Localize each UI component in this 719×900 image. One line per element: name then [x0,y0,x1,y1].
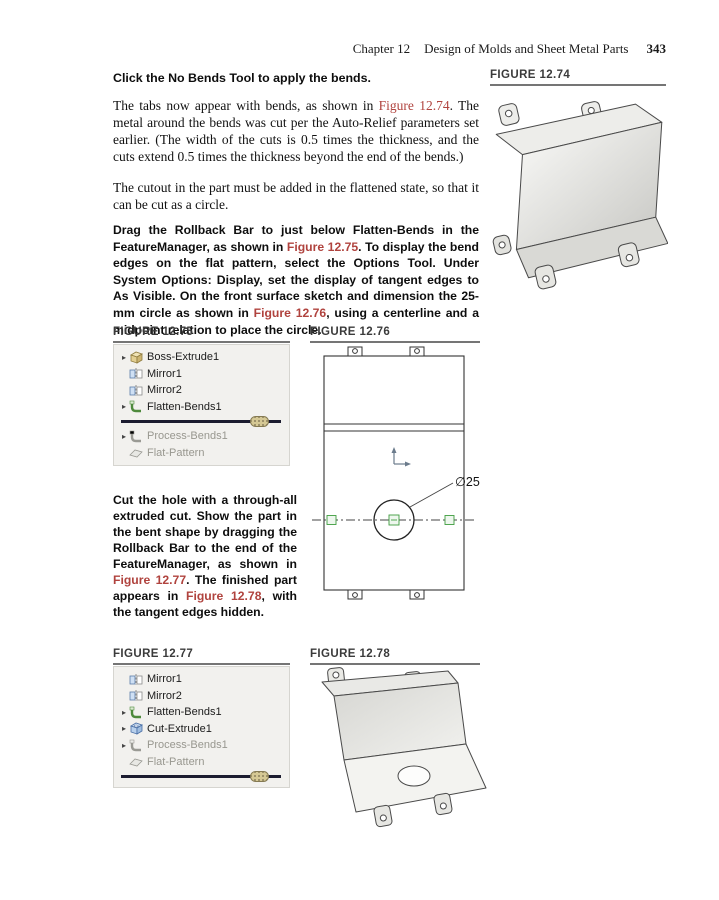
tree-item-label: Flatten-Bends1 [147,706,222,719]
page-header: Chapter 12 Design of Molds and Sheet Meta… [0,41,666,57]
expand-arrow-icon: ▸ [121,707,126,717]
process-bends-icon [129,739,141,751]
flat-pattern-icon [129,758,143,767]
tree-item-label: Mirror1 [147,673,182,686]
process-bends-icon [129,430,141,442]
expand-arrow-icon: ▸ [121,724,126,734]
text-run: Click the No Bends Tool to apply the ben… [113,71,371,85]
tree-item: ▸ Cut-Extrude1 [119,721,289,738]
text-run: . To display the bend edges on the flat … [113,239,479,320]
mirror-icon [129,368,143,380]
tree-item-label: Cut-Extrude1 [147,722,212,735]
mirror-icon [129,673,143,685]
tab-with-hole [492,234,512,256]
figure-reference: Figure 12.78 [186,589,262,603]
text-run: . The finished part appears in [113,573,297,603]
mirror-icon [129,384,143,396]
text-run: The cutout in the part must be added in … [113,180,479,212]
figure-reference: Figure 12.77 [113,573,187,587]
rollback-bar [119,771,289,782]
tree-item: ▸ Process-Bends1 [119,737,289,754]
figure-reference: Figure 12.75 [286,239,359,254]
mirror-icon [129,690,143,702]
tab-with-hole [373,804,393,828]
flat-tab [347,589,425,600]
rollback-line [121,775,281,778]
text-run: . The metal around the bends was cut per… [113,98,480,164]
figure-12-76-sketch: ∅25 [312,346,480,600]
figure-12-78-image [321,667,487,828]
tab-with-hole [534,264,557,290]
rollback-handle [250,771,269,782]
instruction-paragraph-1: Click the No Bends Tool to apply the ben… [113,71,480,85]
rollback-bar [119,416,289,427]
figure-12-76-label: FIGURE 12.76 [310,326,480,343]
text-run: Drag the Rollback Bar to just below Flat… [113,223,479,254]
expand-arrow-icon: ▸ [121,402,126,412]
running-title: Design of Molds and Sheet Metal Parts [424,41,629,56]
tree-item: Mirror1 [119,671,289,688]
boss-extrude-icon [130,351,143,364]
tree-item: ▸ Flatten-Bends1 [119,704,289,721]
tree-item-label: Mirror2 [147,384,182,397]
instruction-paragraph-3: Cut the hole with a through-all extruded… [113,492,297,620]
dimension-text: ∅25 [455,475,480,489]
tab-with-hole [498,103,520,126]
tree-item-label: Mirror2 [147,689,182,702]
flat-tab [347,346,425,357]
origin-icon [391,447,411,467]
tree-item-label: Process-Bends1 [147,430,228,443]
tree-item-label: Flat-Pattern [147,446,205,459]
figure-12-75-featuremanager: ▸ Boss-Extrude1 Mirror1 Mirror2 ▸ F [113,344,290,466]
page-number: 343 [646,41,667,56]
tab-with-hole [433,792,453,816]
expand-arrow-icon: ▸ [121,352,126,362]
figure-reference: Figure 12.74 [378,98,450,113]
body-paragraph-1: The tabs now appear with bends, as shown… [113,97,479,165]
instruction-paragraph-2: Drag the Rollback Bar to just below Flat… [113,222,479,338]
tree-item-label: Flat-Pattern [147,755,205,768]
figure-12-74-image [492,101,668,290]
tree-item: Mirror2 [119,382,289,399]
tree-item: Mirror1 [119,366,289,383]
flatten-bends-icon [129,706,141,718]
tab-with-hole [617,242,640,268]
tree-item-label: Process-Bends1 [147,739,228,752]
expand-arrow-icon: ▸ [121,431,126,441]
tree-item: Mirror2 [119,688,289,705]
body-paragraph-2: The cutout in the part must be added in … [113,179,479,213]
tree-item: ▸ Process-Bends1 [119,428,289,445]
text-run: , with the tangent edges hidden. [113,589,297,619]
flat-pattern-icon [129,449,143,458]
tree-item: Flat-Pattern [119,445,289,462]
figure-reference: Figure 12.76 [253,305,327,320]
figure-12-78-label: FIGURE 12.78 [310,648,480,665]
tree-item: Flat-Pattern [119,754,289,771]
tree-item-label: Boss-Extrude1 [147,351,220,364]
figure-12-77-featuremanager: Mirror1 Mirror2 ▸ Flatten-Bends1 ▸ Cut-E… [113,666,290,788]
tree-item: ▸ Boss-Extrude1 [119,349,289,366]
tree-item: ▸ Flatten-Bends1 [119,399,289,416]
figure-12-77-label: FIGURE 12.77 [113,648,290,665]
figure-12-74-label: FIGURE 12.74 [490,69,666,86]
rollback-handle [250,416,269,427]
figure-12-75-label: FIGURE 12.75 [113,326,290,343]
rollback-line [121,420,281,423]
text-run: The tabs now appear with bends, as shown… [113,98,379,113]
text-run: Cut the hole with a through-all extruded… [113,493,297,571]
cut-extrude-icon [130,722,143,735]
expand-arrow-icon: ▸ [121,740,126,750]
tree-item-label: Mirror1 [147,367,182,380]
flatten-bends-icon [129,400,141,413]
tree-item-label: Flatten-Bends1 [147,400,222,413]
text-run: , using a centerline and a midpoint rela… [113,305,479,337]
chapter-label: Chapter 12 [352,41,411,56]
